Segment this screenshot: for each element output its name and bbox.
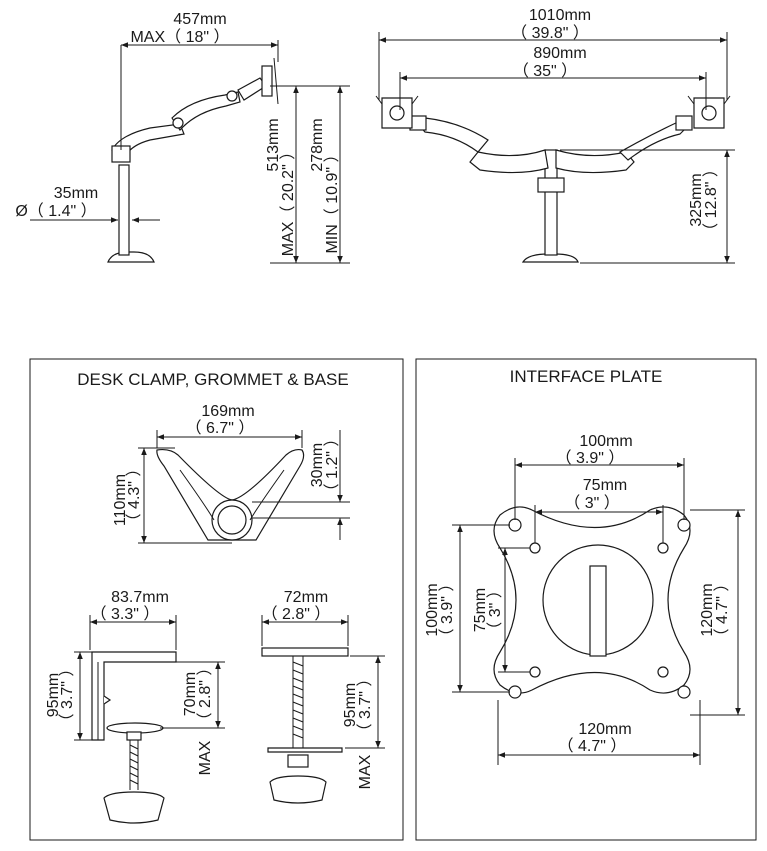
plate-top-75-label: 75mm bbox=[583, 477, 627, 494]
single-arm-drawing bbox=[107, 57, 279, 263]
plate-right-label: 120mm bbox=[699, 583, 716, 636]
plate-top-100-in-label: （ 3.9" ） bbox=[556, 449, 625, 467]
clamp-width-label: 83.7mm bbox=[111, 589, 169, 606]
dual-arm-drawing bbox=[375, 95, 731, 263]
grommet-width-in-label: （ 2.8" ） bbox=[262, 605, 331, 623]
clamp-width-in-label: （ 3.3" ） bbox=[91, 605, 160, 623]
single-arm-width-label: 457mm bbox=[173, 11, 226, 28]
max-height-in-label: MAX（ 20.2" ） bbox=[279, 144, 297, 256]
pole-height-label: 325mm bbox=[688, 173, 705, 226]
plate-left-75-label: 75mm bbox=[472, 588, 489, 632]
plate-left-100-in-label: （ 3.9" ） bbox=[438, 576, 456, 645]
clamp-height-in-label: （ 3.7" ） bbox=[58, 661, 76, 730]
desk-clamp-dimensions: 83.7mm （ 3.3" ） 95mm （ 3.7" ） 70mm （ 2.8… bbox=[45, 589, 225, 775]
base-width-in-label: （ 6.7" ） bbox=[186, 419, 255, 437]
dual-span-in-label: （ 39.8" ） bbox=[511, 24, 589, 42]
grommet-dimensions: 72mm （ 2.8" ） 95mm （ 3.7" ） MAX bbox=[261, 589, 385, 789]
dual-center-label: 890mm bbox=[533, 45, 586, 62]
interface-plate-dimensions: 100mm （ 3.9" ） 75mm （ 3" ） 100mm （ 3.9" … bbox=[424, 433, 745, 765]
base-hole-in-label: （ 1.2" ） bbox=[323, 431, 341, 500]
clamp-opening-label: 70mm bbox=[182, 672, 199, 716]
desk-base-drawing bbox=[156, 448, 305, 541]
desk-clamp-panel bbox=[29, 358, 404, 841]
plate-top-100-label: 100mm bbox=[579, 433, 632, 450]
desk-panel-title: DESK CLAMP, GROMMET & BASE bbox=[77, 370, 348, 389]
dual-span-label: 1010mm bbox=[529, 7, 591, 24]
single-arm-dimensions: 457mm MAX（ 18" ） 35mm Ø（ 1.4" ） 513mm MA… bbox=[15, 11, 350, 264]
base-hole-label: 30mm bbox=[309, 443, 326, 487]
plate-left-100-label: 100mm bbox=[424, 583, 441, 636]
clamp-max-label: MAX bbox=[197, 740, 214, 775]
clamp-height-label: 95mm bbox=[45, 673, 62, 717]
dual-arm-dimensions: 1010mm （ 39.8" ） 890mm （ 35" ） 325mm （ 1… bbox=[378, 7, 735, 264]
pole-diameter-label: 35mm bbox=[54, 185, 98, 202]
desk-clamp-drawing bbox=[91, 651, 177, 824]
grommet-height-label: 95mm bbox=[342, 683, 359, 727]
min-height-label: 278mm bbox=[309, 118, 326, 171]
pole-diameter-in-label: Ø（ 1.4" ） bbox=[15, 202, 96, 220]
base-width-label: 169mm bbox=[201, 403, 254, 420]
single-arm-width-in-label: MAX（ 18" ） bbox=[130, 28, 229, 46]
dual-center-in-label: （ 35" ） bbox=[513, 62, 577, 80]
plate-left-75-in-label: （ 3" ） bbox=[486, 582, 504, 637]
interface-plate-panel bbox=[415, 358, 757, 841]
base-height-in-label: （ 4.3" ） bbox=[125, 461, 143, 530]
plate-top-75-in-label: （ 3" ） bbox=[564, 494, 619, 512]
grommet-drawing bbox=[261, 647, 349, 804]
plate-right-in-label: （ 4.7" ） bbox=[713, 576, 731, 645]
plate-panel-title: INTERFACE PLATE bbox=[510, 367, 663, 386]
grommet-width-label: 72mm bbox=[284, 589, 328, 606]
interface-plate-drawing bbox=[493, 506, 691, 699]
plate-bottom-in-label: （ 4.7" ） bbox=[558, 737, 627, 755]
grommet-height-in-label: （ 3.7" ） bbox=[356, 671, 374, 740]
pole-height-in-label: （ 12.8" ） bbox=[702, 161, 720, 239]
grommet-max-label: MAX bbox=[357, 754, 374, 789]
min-height-in-label: MIN（ 10.9" ） bbox=[323, 146, 341, 253]
plate-bottom-label: 120mm bbox=[578, 721, 631, 738]
desk-base-dimensions: 169mm （ 6.7" ） 110mm （ 4.3" ） 30mm （ 1.2… bbox=[112, 403, 350, 544]
max-height-label: 513mm bbox=[265, 118, 282, 171]
base-height-label: 110mm bbox=[112, 474, 129, 526]
clamp-opening-in-label: （ 2.8" ） bbox=[196, 660, 214, 729]
